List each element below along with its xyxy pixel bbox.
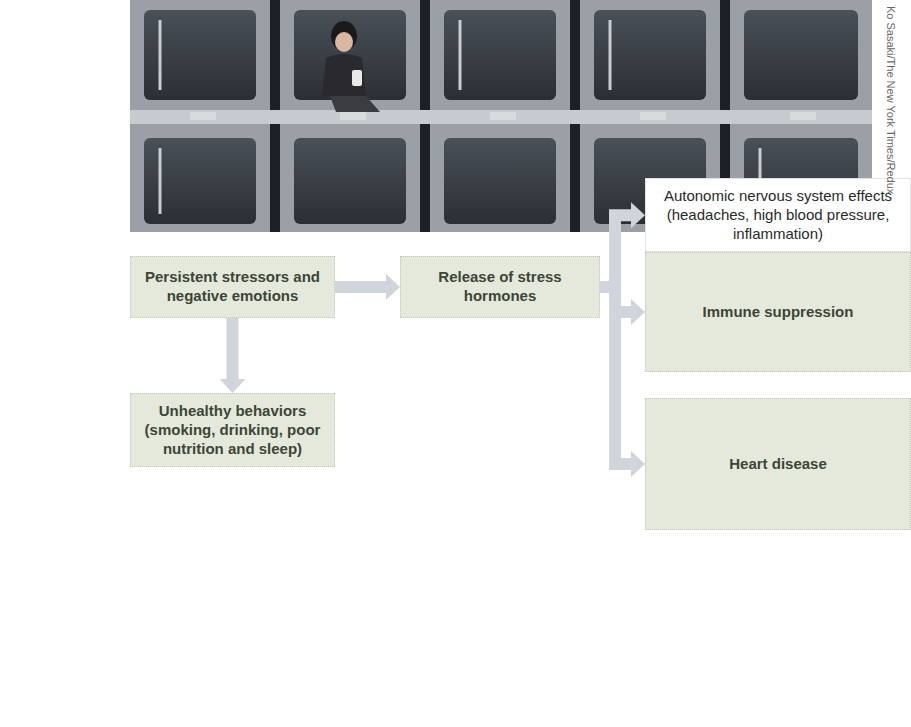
box-text: Unhealthy behaviors (smoking, drinking, … [141, 402, 324, 458]
flow-arrow [220, 318, 246, 393]
photo-credit: Ko Sasaki/The New York Times/Redux [885, 6, 897, 194]
flow-arrow [600, 202, 645, 287]
flow-arrow [335, 274, 400, 300]
box-text: Immune suppression [703, 303, 854, 322]
box-text: Heart disease [729, 455, 827, 474]
flow-arrow [600, 287, 645, 477]
process-box: Immune suppression [645, 252, 911, 372]
box-text: Release of stress hormones [411, 268, 589, 306]
process-box: Persistent stressors and negative emotio… [130, 256, 335, 318]
box-text: Autonomic nervous system effects (headac… [656, 187, 900, 243]
process-box: Unhealthy behaviors (smoking, drinking, … [130, 393, 335, 467]
process-box: Release of stress hormones [400, 256, 600, 318]
process-box: Heart disease [645, 398, 911, 530]
box-text: Persistent stressors and negative emotio… [141, 268, 324, 306]
process-box: Autonomic nervous system effects (headac… [645, 178, 911, 252]
